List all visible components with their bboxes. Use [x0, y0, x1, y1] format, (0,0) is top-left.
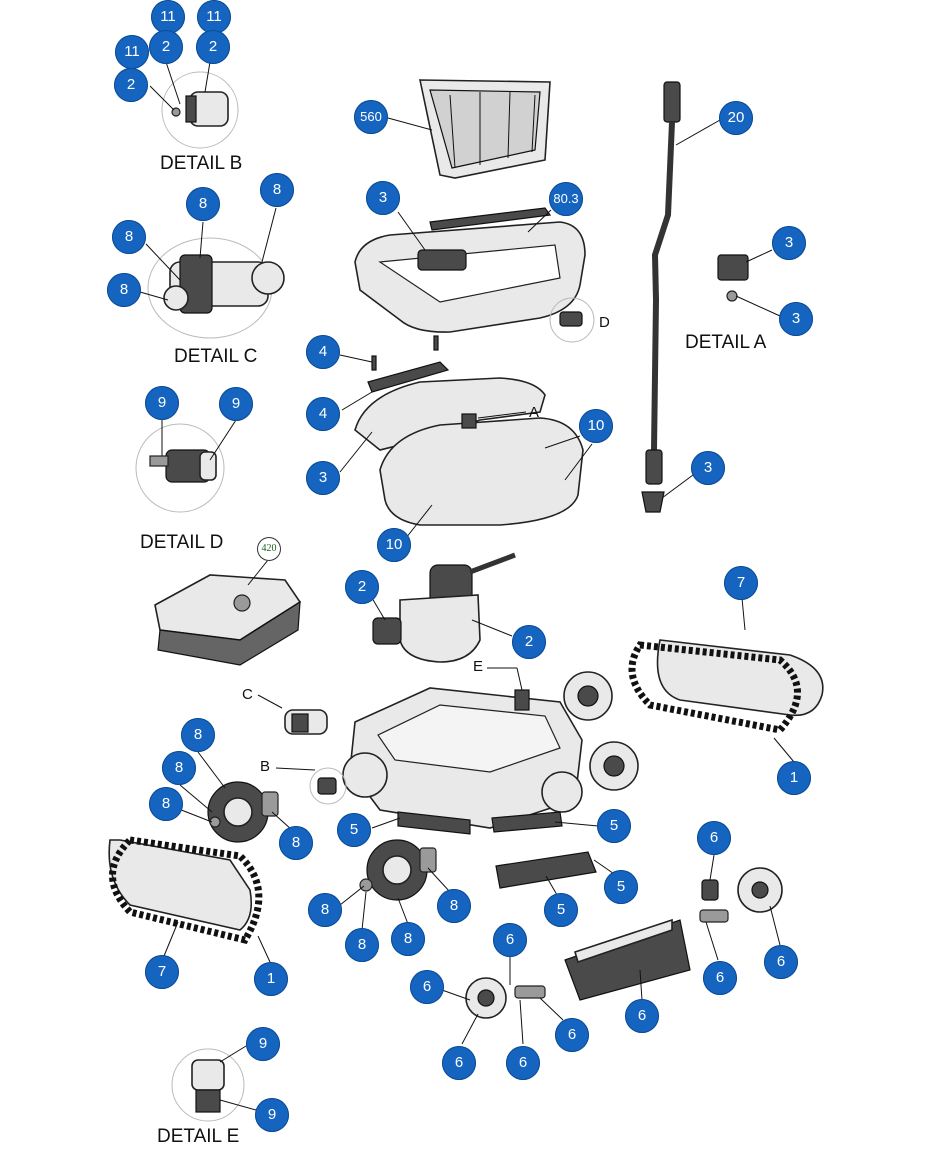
callout: 1 [254, 962, 288, 996]
callout: 10 [579, 409, 613, 443]
basket-art [387, 79, 551, 179]
detail-d-art [135, 419, 237, 513]
callout: 20 [719, 101, 753, 135]
callout: 6 [442, 1046, 476, 1080]
callout: 8 [345, 928, 379, 962]
callout: 2 [345, 570, 379, 604]
callout: 1 [777, 761, 811, 795]
detail-b-caption: DETAIL B [160, 153, 243, 174]
callout: 11 [151, 0, 185, 34]
ref-letter-b: B [260, 758, 271, 775]
callout: 9 [255, 1098, 289, 1132]
callout: 8 [162, 751, 196, 785]
detail-a-art [717, 249, 781, 317]
callout: 6 [764, 945, 798, 979]
callout: 3 [306, 461, 340, 495]
callout-power-supply: 420 [257, 537, 281, 561]
callout: 6 [506, 1046, 540, 1080]
right-track-art [563, 597, 824, 791]
ref-letter-a: A [529, 404, 540, 421]
callout: 10 [377, 528, 411, 562]
callout: 8 [186, 187, 220, 221]
callout: 80.3 [549, 182, 583, 216]
callout: 6 [703, 961, 737, 995]
callout: 5 [597, 809, 631, 843]
callout: 9 [219, 387, 253, 421]
callout: 7 [724, 566, 758, 600]
ref-letter-e: E [473, 658, 484, 675]
callout: 6 [493, 923, 527, 957]
callout: 3 [691, 451, 725, 485]
callout: 2 [196, 30, 230, 64]
ref-letter-c: C [242, 686, 253, 703]
detail-d-caption: DETAIL D [140, 532, 224, 553]
callout: 9 [246, 1027, 280, 1061]
brush-art [441, 854, 783, 1045]
callout: 9 [145, 386, 179, 420]
shell-art [339, 335, 593, 539]
motor-art [371, 552, 516, 663]
power-supply-art [154, 559, 302, 666]
top-lid-art [354, 207, 595, 343]
left-track-art [108, 836, 271, 963]
callout: 7 [145, 955, 179, 989]
detail-a-caption: DETAIL A [685, 332, 767, 353]
callout: 560 [354, 100, 388, 134]
small-parts-art [284, 709, 347, 805]
left-gears-art [165, 751, 451, 931]
detail-e-caption: DETAIL E [157, 1126, 240, 1147]
detail-b-art [149, 61, 239, 149]
callout: 2 [149, 30, 183, 64]
callout: 6 [697, 821, 731, 855]
callout: 5 [337, 813, 371, 847]
callout: 8 [149, 787, 183, 821]
callout: 2 [114, 68, 148, 102]
callout: 6 [625, 999, 659, 1033]
callout: 2 [512, 625, 546, 659]
callout: 8 [260, 173, 294, 207]
chassis-art [257, 667, 599, 835]
callout: 11 [115, 35, 149, 69]
detail-c-caption: DETAIL C [174, 346, 258, 367]
callout: 5 [544, 893, 578, 927]
callout: 8 [391, 922, 425, 956]
cable-art [641, 81, 721, 513]
callout: 3 [779, 302, 813, 336]
callout: 8 [437, 889, 471, 923]
callout: 4 [306, 335, 340, 369]
callout: 8 [112, 220, 146, 254]
callout: 8 [308, 893, 342, 927]
callout: 6 [555, 1018, 589, 1052]
callout: 3 [366, 181, 400, 215]
callout: 5 [604, 870, 638, 904]
callout: 4 [306, 397, 340, 431]
callout: 8 [107, 273, 141, 307]
callout: 11 [197, 0, 231, 34]
callout: 6 [410, 970, 444, 1004]
callout: 3 [772, 226, 806, 260]
callout: 8 [279, 826, 313, 860]
callout: 8 [181, 718, 215, 752]
detail-c-art [139, 207, 285, 339]
ref-letter-d: D [599, 314, 610, 331]
detail-e-art [171, 1045, 257, 1122]
